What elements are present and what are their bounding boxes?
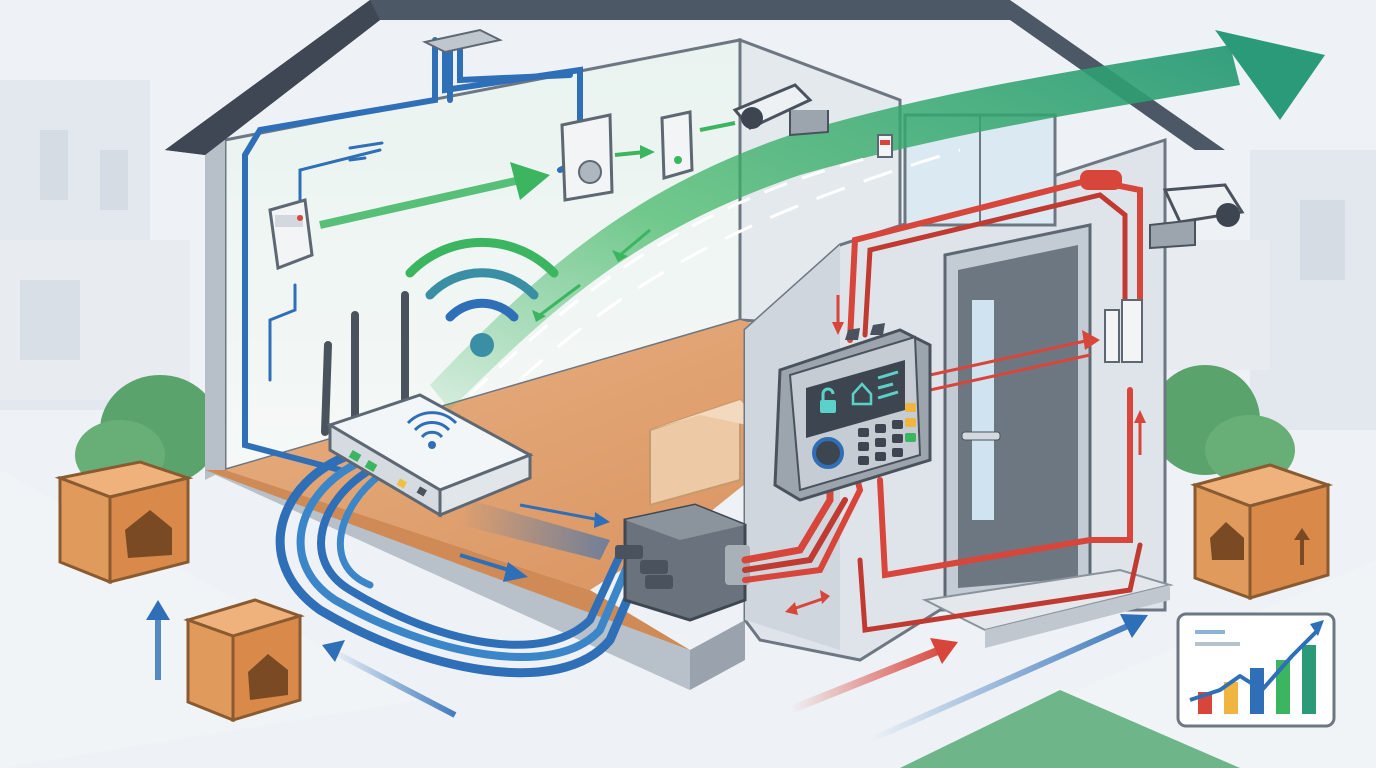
- home-icon: [125, 510, 172, 558]
- ethernet-cables: [242, 37, 645, 678]
- router-port: [396, 478, 407, 489]
- window-sensor-small: [877, 134, 893, 158]
- package-box: [183, 598, 305, 723]
- chart-bar: [1302, 645, 1316, 714]
- alarm-control-panel: [773, 323, 932, 502]
- motion-sensor-icon: [268, 198, 314, 271]
- arrow-icon: [503, 562, 528, 582]
- home-icon: [248, 654, 288, 700]
- arrow-icon: [820, 590, 830, 604]
- home-icon: [1210, 522, 1244, 560]
- security-camera-icon: [1149, 183, 1245, 250]
- wireless-data-stream: [430, 30, 1325, 410]
- wired-data-flow: [146, 500, 610, 718]
- arrow-icon: [1294, 528, 1310, 540]
- router-antenna: [321, 341, 332, 436]
- arrow-icon: [1134, 410, 1146, 423]
- panel-display: [806, 360, 905, 438]
- wire-connector: [1080, 170, 1122, 190]
- wifi-router: [321, 291, 534, 518]
- security-camera-icon: [732, 83, 829, 137]
- router-port: [348, 450, 362, 462]
- arrow-icon: [785, 602, 798, 615]
- arrow-icon: [594, 512, 610, 528]
- green-flow-arrows: [319, 121, 736, 322]
- keypad: [858, 403, 916, 465]
- cable-junction-box: [615, 503, 750, 622]
- front-door: [921, 223, 1174, 648]
- router-port: [364, 460, 378, 472]
- arrow-icon: [146, 600, 170, 620]
- chart-bar: [1250, 668, 1264, 714]
- door-contact-sensor: [660, 110, 694, 180]
- arrow-icon: [510, 162, 550, 200]
- panel-dial: [812, 437, 844, 469]
- wireless-stream-arrow-icon: [1215, 30, 1325, 120]
- arrow-icon: [832, 322, 844, 335]
- router-wifi-icon: [406, 411, 458, 449]
- trending-up-icon: [1189, 628, 1320, 702]
- security-wiring: [741, 170, 1143, 633]
- arrow-icon: [322, 640, 345, 662]
- chart-bar: [1224, 682, 1238, 714]
- arrow-icon: [930, 638, 958, 664]
- package-box: [1190, 463, 1334, 601]
- router-port: [416, 486, 427, 497]
- security-wiring-arrows: [785, 295, 1148, 743]
- chart-bar: [1276, 660, 1290, 714]
- arrow-icon: [640, 145, 655, 159]
- ceiling-junction-box: [422, 28, 503, 54]
- padlock-icon: [820, 387, 836, 413]
- arrow-icon: [1120, 614, 1148, 638]
- package-box: [54, 460, 194, 585]
- arrow-icon: [1082, 330, 1100, 350]
- wifi-icon: [405, 237, 559, 357]
- home-icon: [851, 382, 873, 406]
- wall-keypad-sensor: [560, 113, 614, 202]
- window-contact-sensor: [1104, 299, 1143, 363]
- growth-chart-card: [1176, 612, 1336, 728]
